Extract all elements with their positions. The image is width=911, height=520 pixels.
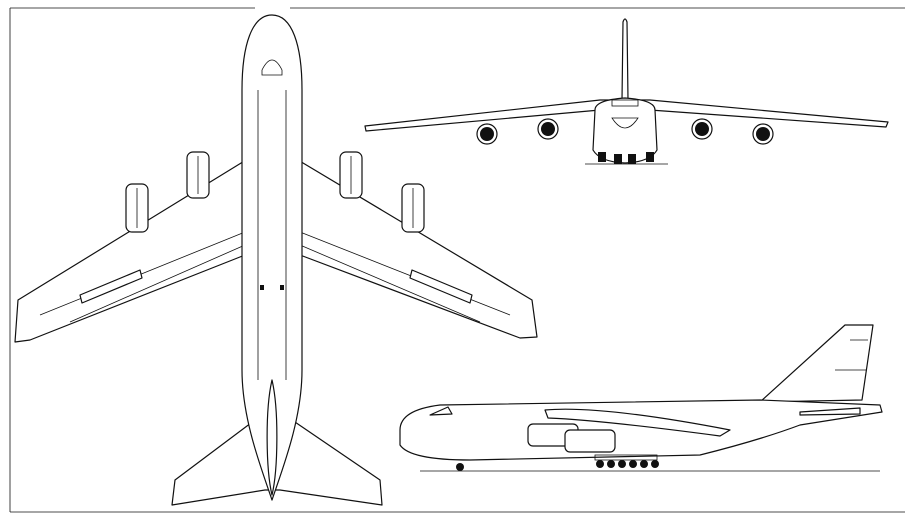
wing-side bbox=[544, 408, 731, 437]
engines-top bbox=[125, 151, 425, 233]
top-view bbox=[14, 14, 538, 506]
tail-fin-front bbox=[621, 18, 629, 101]
fuselage-front bbox=[592, 97, 658, 164]
tail-fin-side bbox=[759, 324, 874, 403]
frame-border bbox=[9, 7, 905, 513]
landing-gear-front bbox=[598, 152, 654, 164]
engines-front bbox=[476, 118, 774, 145]
landing-gear-side bbox=[456, 454, 659, 471]
fuselage-top bbox=[241, 14, 303, 501]
front-view bbox=[364, 18, 889, 165]
side-view bbox=[399, 324, 883, 472]
engines-side bbox=[527, 423, 616, 453]
fuselage-side bbox=[399, 399, 883, 461]
